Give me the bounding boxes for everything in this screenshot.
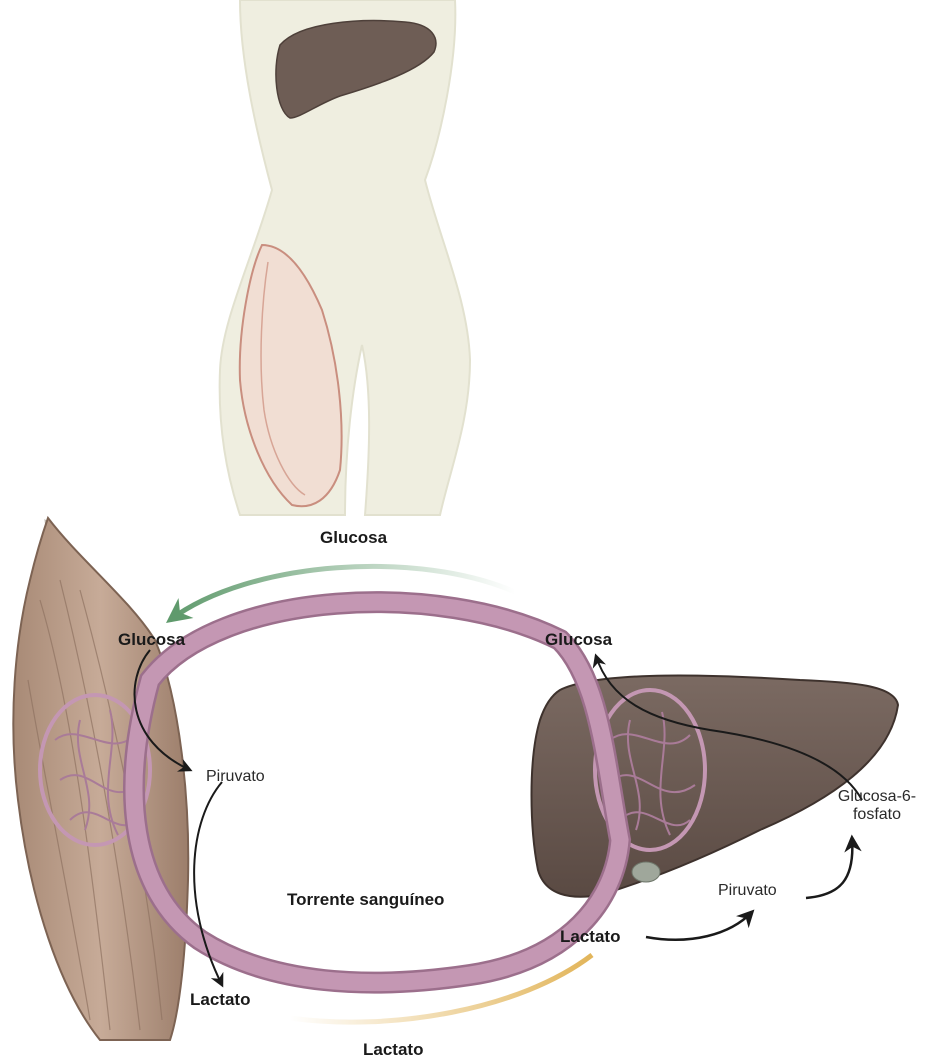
label-torrente-sanguineo: Torrente sanguíneo xyxy=(287,890,444,910)
label-lactato-muscle: Lactato xyxy=(190,990,250,1010)
label-glucosa-6-line1: Glucosa-6- xyxy=(832,788,922,806)
muscle-illustration xyxy=(13,518,188,1040)
label-glucosa-liver: Glucosa xyxy=(545,630,612,650)
body-illustration xyxy=(220,0,470,515)
arrow-piruvato-to-glucosa6 xyxy=(806,838,852,898)
label-glucosa-6-line2: fosfato xyxy=(832,806,922,824)
label-piruvato-muscle: Piruvato xyxy=(206,768,265,786)
label-glucosa-top: Glucosa xyxy=(320,528,387,548)
label-lactato-bottom: Lactato xyxy=(363,1040,423,1060)
label-lactato-liver: Lactato xyxy=(560,927,620,947)
label-glucosa-6-fosfato: Glucosa-6- fosfato xyxy=(832,788,922,825)
label-piruvato-liver: Piruvato xyxy=(718,882,777,900)
arrow-lactato-to-piruvato xyxy=(646,912,752,940)
gallbladder xyxy=(632,862,660,882)
label-glucosa-muscle: Glucosa xyxy=(118,630,185,650)
